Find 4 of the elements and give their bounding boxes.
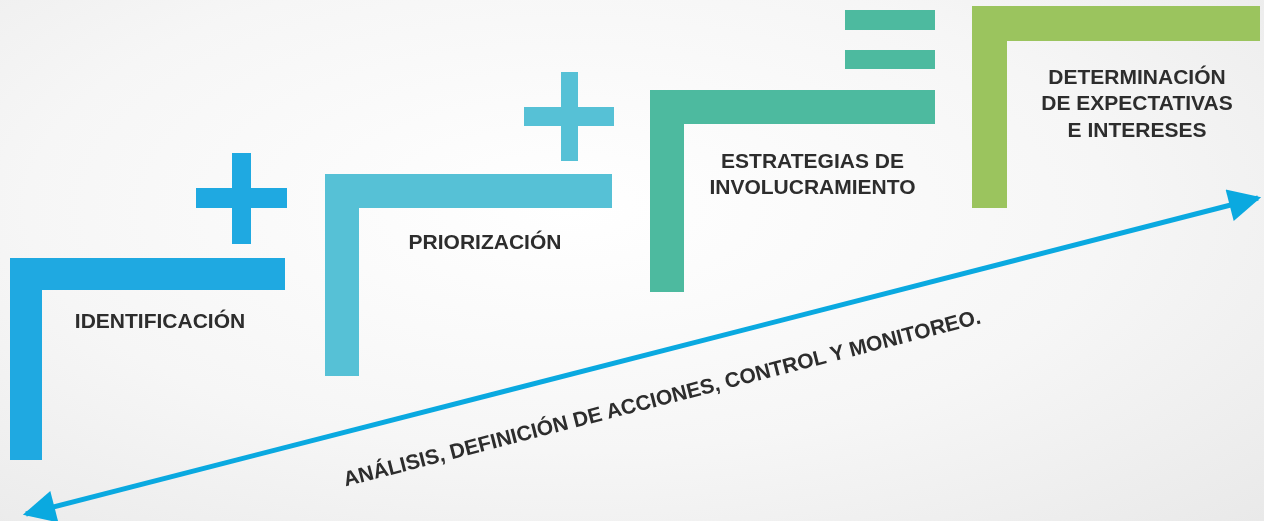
step-label: DETERMINACIÓN DE EXPECTATIVAS E INTERESES	[1040, 64, 1234, 143]
step-label: PRIORIZACIÓN	[407, 229, 563, 255]
step-label: IDENTIFICACIÓN	[73, 308, 247, 334]
step-label: ESTRATEGIAS DE INVOLUCRAMIENTO	[708, 148, 917, 201]
